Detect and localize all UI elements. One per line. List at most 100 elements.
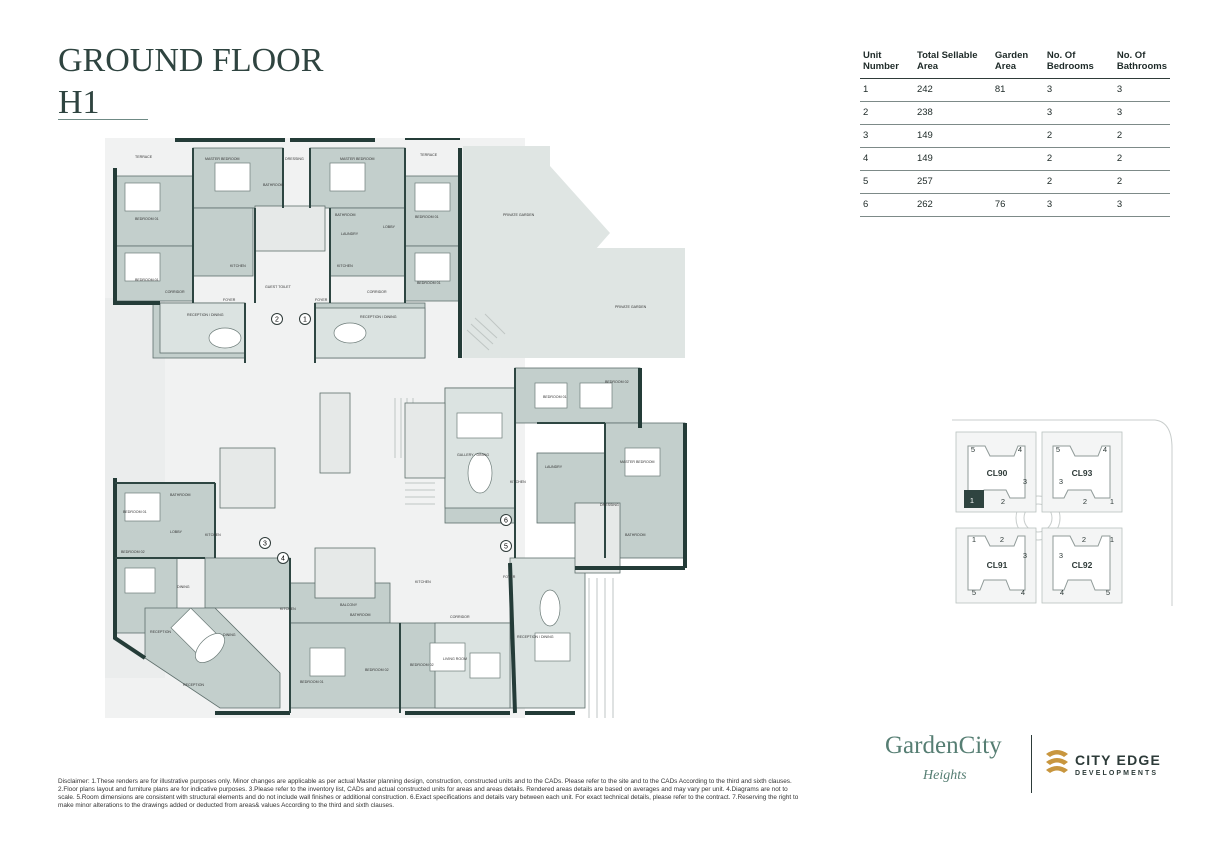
unit-marker-6: 6 — [500, 514, 512, 526]
room-label: KITCHEN — [337, 264, 353, 268]
private-garden-top — [463, 146, 610, 358]
svg-text:2: 2 — [1000, 535, 1004, 544]
building-label: CL90 — [987, 468, 1008, 478]
room-label: GUEST TOILET — [265, 285, 292, 289]
garden-city-wordmark: GardenCity — [885, 732, 1002, 759]
table-row: 4 149 2 2 — [860, 147, 1170, 171]
city-edge-name: CITY EDGE — [1075, 752, 1162, 768]
stairs — [394, 313, 614, 718]
table-cell: 2 — [1043, 147, 1114, 171]
svg-text:5: 5 — [972, 588, 976, 597]
room-label: BEDROOM 01 — [543, 395, 567, 399]
svg-text:5: 5 — [1106, 588, 1110, 597]
walls — [113, 138, 687, 715]
key-map-buildings — [967, 445, 1111, 591]
table-row: 2 238 3 3 — [860, 101, 1170, 125]
svg-text:2: 2 — [1083, 497, 1087, 506]
table-cell: 2 — [1043, 170, 1114, 194]
table-cell: 257 — [913, 170, 992, 194]
svg-text:2: 2 — [1001, 497, 1005, 506]
svg-text:2: 2 — [275, 317, 279, 324]
floor-plan: TERRACE TERRACE MASTER BEDROOM MASTER BE… — [105, 138, 687, 718]
room-label: FOYER — [315, 298, 328, 302]
room-label: DINING — [177, 585, 190, 589]
room-label: MASTER BEDROOM — [205, 157, 240, 161]
unit-markers: 1 2 3 4 5 6 — [259, 313, 512, 564]
room-label: DINING — [223, 633, 236, 637]
room-label: TERRACE — [420, 153, 438, 157]
header-total-area: Total Sellable Area — [913, 48, 992, 79]
furniture — [124, 162, 661, 679]
room-label: BEDROOM 01 — [300, 680, 324, 684]
svg-text:4: 4 — [1021, 588, 1025, 597]
table-cell: 81 — [991, 78, 1044, 102]
garden-city-subtitle: Heights — [923, 768, 967, 783]
table-cell: 4 — [860, 147, 914, 171]
room-label: MASTER BEDROOM — [620, 460, 655, 464]
room-label: FOYER — [503, 575, 516, 579]
svg-text:5: 5 — [971, 445, 975, 454]
unit-marker-4: 4 — [277, 552, 289, 564]
table-cell: 3 — [1043, 101, 1114, 125]
room-label: BEDROOM 02 — [365, 668, 389, 672]
svg-text:4: 4 — [1103, 445, 1107, 454]
room-label: KITCHEN — [415, 580, 431, 584]
table-cell: 2 — [1113, 170, 1170, 194]
room-label: BATHROOM — [335, 213, 356, 217]
header-unit-number: Unit Number — [860, 48, 914, 79]
city-edge-mark-icon — [1046, 750, 1068, 773]
room-label: BEDROOM 01 — [123, 510, 147, 514]
table-cell: 3 — [1043, 193, 1114, 217]
svg-text:4: 4 — [1018, 445, 1022, 454]
svg-text:5: 5 — [504, 544, 508, 551]
table-cell: 242 — [913, 78, 992, 102]
room-labels: TERRACE TERRACE MASTER BEDROOM MASTER BE… — [121, 153, 655, 687]
room-label: CORRIDOR — [367, 290, 387, 294]
unit-marker-2: 2 — [271, 313, 283, 325]
building-label: CL92 — [1072, 560, 1093, 570]
room-label: KITCHEN — [205, 533, 221, 537]
room-label: BEDROOM 01 — [135, 217, 159, 221]
table-cell: 3 — [1043, 78, 1114, 102]
svg-text:4: 4 — [281, 556, 285, 563]
room-label: TERRACE — [135, 155, 153, 159]
key-map-labels: CL90 CL93 CL91 CL92 — [987, 468, 1093, 570]
key-map-roads — [952, 419, 1173, 606]
room-label: BEDROOM 02 — [410, 663, 434, 667]
room-label: LOBBY — [170, 530, 183, 534]
svg-text:1: 1 — [1110, 535, 1114, 544]
room-label: BATHROOM — [170, 493, 191, 497]
table-cell: 149 — [913, 147, 992, 171]
svg-text:3: 3 — [1023, 477, 1027, 486]
table-cell — [991, 124, 1044, 148]
table-cell: 262 — [913, 193, 992, 217]
table-cell: 238 — [913, 101, 992, 125]
room-label: RECEPTION / DINING — [517, 635, 554, 639]
room-label: DRESSING — [600, 503, 619, 507]
room-label: BATHROOM — [625, 533, 646, 537]
svg-text:1: 1 — [970, 496, 974, 505]
room-label: LIVING ROOM — [443, 657, 467, 661]
svg-text:6: 6 — [504, 518, 508, 525]
svg-text:3: 3 — [1059, 477, 1063, 486]
building-label: CL91 — [987, 560, 1008, 570]
building-core — [219, 205, 621, 599]
room-label: LAUNDRY — [545, 465, 563, 469]
title-underline — [58, 119, 148, 120]
room-label: BEDROOM 01 — [135, 278, 159, 282]
title-line-2: H1 — [58, 84, 100, 121]
room-label: LOBBY — [383, 225, 396, 229]
key-map-highlight — [964, 490, 984, 508]
table-cell: 1 — [860, 78, 914, 102]
table-cell: 3 — [860, 124, 914, 148]
building-label: CL93 — [1072, 468, 1093, 478]
table-row: 5 257 2 2 — [860, 170, 1170, 194]
svg-text:1: 1 — [303, 317, 307, 324]
room-label: RECEPTION — [150, 630, 171, 634]
svg-text:3: 3 — [263, 541, 267, 548]
city-edge-tagline: DEVELOPMENTS — [1075, 770, 1159, 777]
room-label: KITCHEN — [230, 264, 246, 268]
city-edge-logo: CITY EDGE DEVELOPMENTS — [1043, 746, 1160, 785]
